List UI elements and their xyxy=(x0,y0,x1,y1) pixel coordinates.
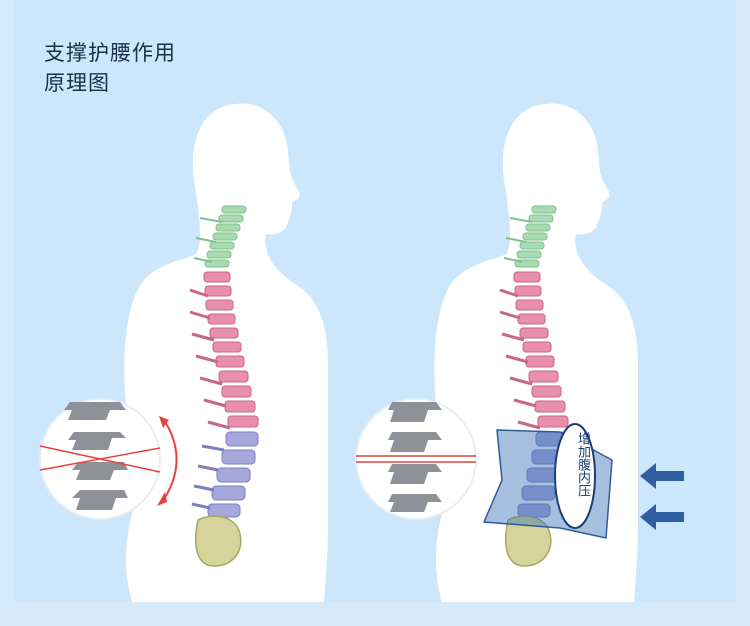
pressure-arrow-lower xyxy=(640,504,684,530)
title-line-2: 原理图 xyxy=(44,71,110,95)
right-spine xyxy=(499,205,569,567)
pressure-arrows xyxy=(640,463,684,530)
left-lumbar-spine xyxy=(191,431,259,518)
left-figure xyxy=(124,103,329,603)
left-rotation-arrowhead-bottom xyxy=(157,492,167,506)
right-lumbar-spine xyxy=(517,431,569,518)
left-thoracic-spine xyxy=(189,271,259,430)
right-zoom-circle xyxy=(355,398,477,520)
left-zoom-circle xyxy=(39,398,178,520)
pressure-arrow-upper xyxy=(640,463,684,489)
page-title: 支撑护腰作用 原理图 xyxy=(44,38,176,98)
brace-label: 增加腹内压 xyxy=(575,432,590,497)
right-cervical-spine xyxy=(503,205,557,268)
right-figure xyxy=(434,103,638,603)
left-rotation-arc xyxy=(161,419,178,503)
left-rotation-arrowhead-top xyxy=(159,416,169,428)
brace-label-bubble xyxy=(554,423,596,529)
left-zoom-vertebrae xyxy=(64,402,128,510)
left-tilt-line-2 xyxy=(39,447,161,471)
right-thoracic-spine xyxy=(499,271,569,430)
right-sacrum xyxy=(504,515,552,567)
left-sacrum xyxy=(194,515,242,567)
left-cervical-spine xyxy=(193,205,247,268)
right-zoom-vertebrae xyxy=(388,402,442,512)
title-line-1: 支撑护腰作用 xyxy=(44,41,176,65)
left-spine xyxy=(189,205,259,567)
